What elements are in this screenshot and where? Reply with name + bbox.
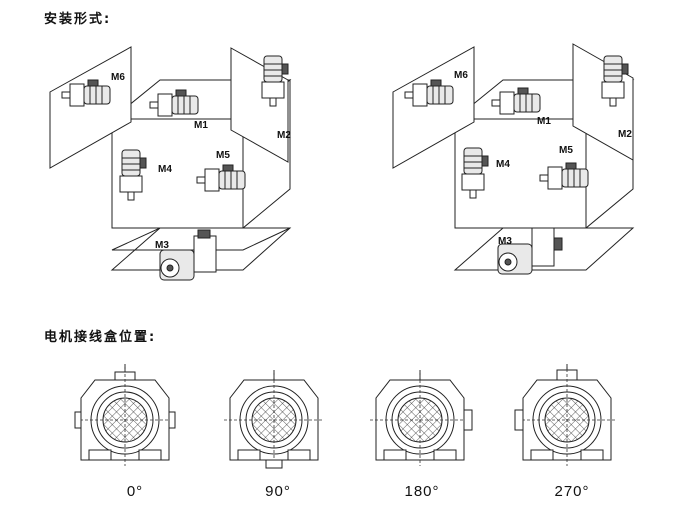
right-mounting-diagram: M6 M1 M2 M4 M5 M3 [392,43,635,275]
right-label-m1: M1 [537,116,551,127]
right-gearmotor-m3 [497,227,563,275]
angle-label-270: 270° [554,483,589,500]
left-label-m3: M3 [155,240,169,251]
right-label-m4: M4 [496,159,510,170]
terminal-box-views: 0° 90° 180° 270° [74,364,617,500]
terminal-view-0 [74,364,176,466]
left-label-m2: M2 [277,130,291,141]
right-label-m2: M2 [618,129,632,140]
right-plane-m6 [392,46,475,169]
left-mounting-diagram: M6 M1 M2 M4 M5 M3 [49,46,292,281]
terminal-view-180 [370,370,473,466]
left-label-m4: M4 [158,164,172,175]
angle-label-180: 180° [404,483,439,500]
left-label-m5: M5 [216,150,230,161]
terminal-box-heading: 电机接线盒位置: [44,330,157,345]
right-label-m3: M3 [498,236,512,247]
left-gearmotor-m3 [159,229,217,281]
terminal-view-270 [514,364,617,466]
angle-label-0: 0° [127,483,143,500]
left-label-m6: M6 [111,72,125,83]
right-label-m5: M5 [559,145,573,156]
left-plane-m6 [49,46,132,169]
mounting-heading: 安装形式: [44,12,112,27]
right-label-m6: M6 [454,70,468,81]
angle-label-90: 90° [265,483,291,500]
left-label-m1: M1 [194,120,208,131]
terminal-view-90 [224,370,324,469]
